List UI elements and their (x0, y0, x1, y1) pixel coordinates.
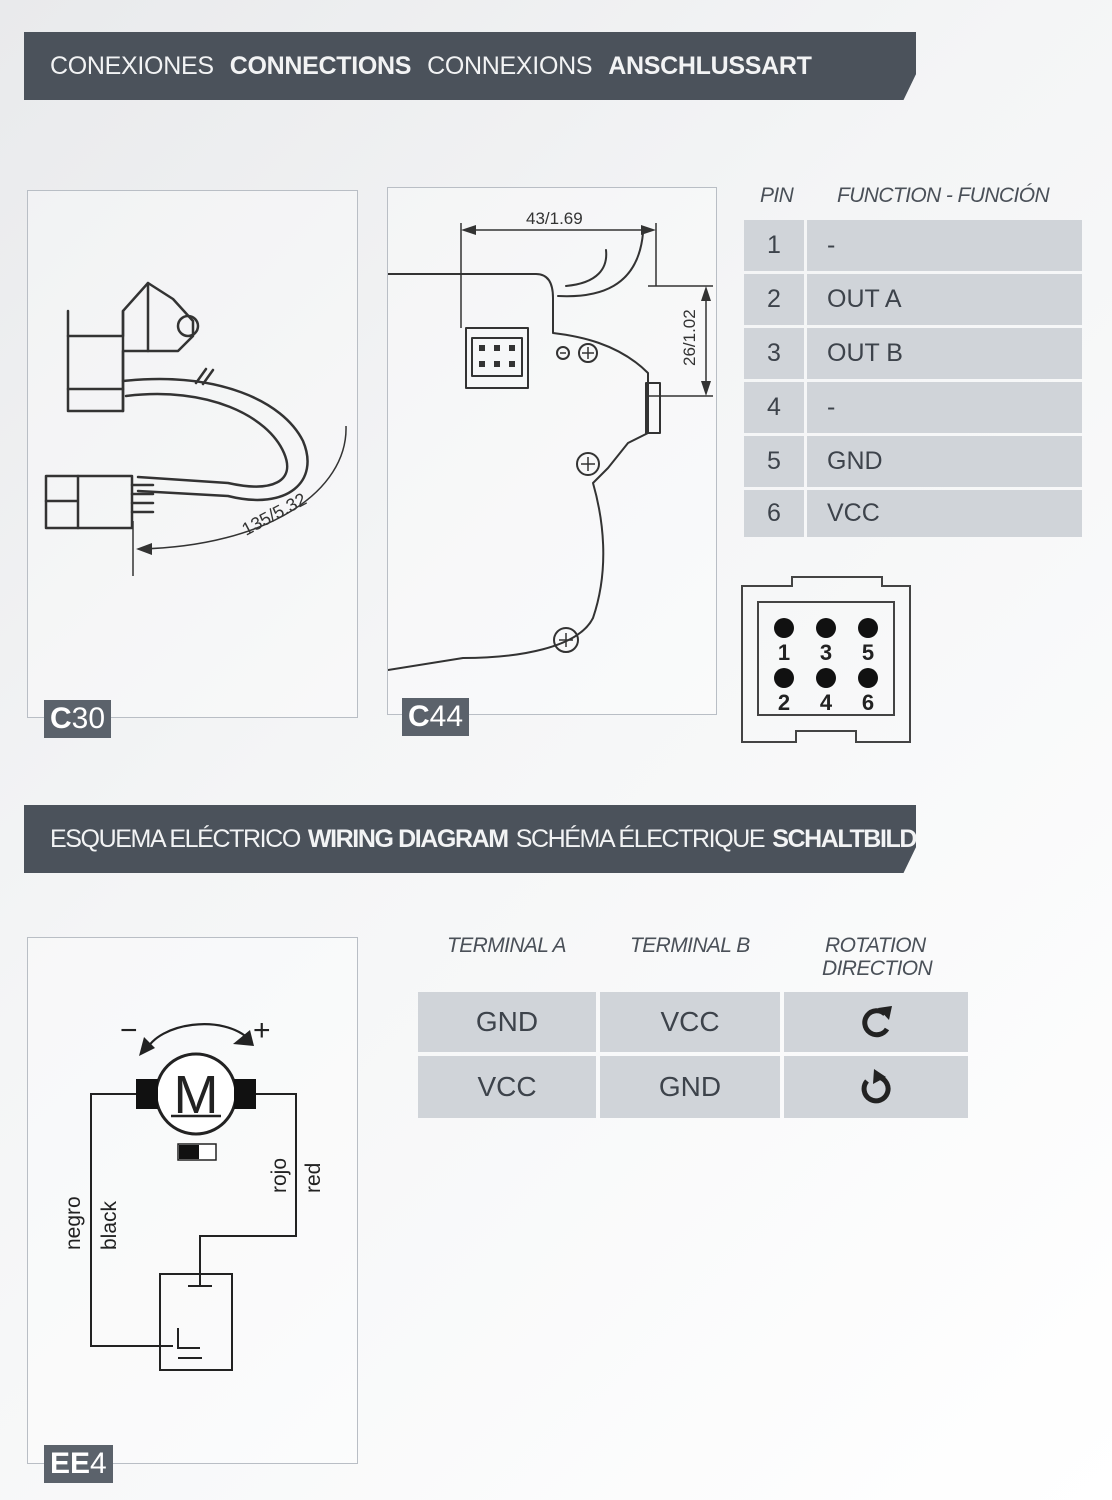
pin-number: 5 (744, 436, 804, 487)
c44-drawing: 43/1.69 26/1.02 (388, 209, 713, 671)
connector-pin-label: 6 (862, 690, 874, 715)
c30-drawing: 135/5.32 (44, 281, 347, 576)
c44-drawing-frame: 43/1.69 26/1.02 (387, 187, 717, 715)
pin-column-header: PIN (760, 184, 794, 207)
function-column-header: FUNCTION - FUNCIÓN (837, 184, 1050, 207)
connector-face-drawing: 1 3 5 2 4 6 (741, 576, 911, 743)
c44-tag: C44 (402, 698, 470, 736)
clockwise-icon (862, 1006, 892, 1038)
terminal-b-value: GND (600, 1056, 780, 1118)
connector-pin-label: 5 (862, 640, 874, 665)
connector-pin-label: 2 (778, 690, 790, 715)
pin-function: VCC (807, 490, 1082, 537)
c30-drawing-frame: 135/5.32 (27, 190, 358, 718)
pin-number: 3 (744, 328, 804, 379)
rotation-direction-header: ROTATION DIRECTION (822, 934, 933, 980)
pin-function: - (807, 220, 1082, 271)
c30-dimension-label: 135/5.32 (238, 489, 309, 540)
c30-tag: C30 (44, 700, 112, 738)
connections-en: CONNECTIONS (229, 51, 412, 80)
terminal-b-header: TERMINAL B (630, 934, 750, 957)
wiring-de: SCHALTBILD (772, 824, 917, 853)
connector-pin-label: 4 (820, 690, 833, 715)
wiring-en: WIRING DIAGRAM (307, 824, 509, 853)
terminal-a-value: GND (418, 992, 596, 1052)
wiring-es: ESQUEMA ELÉCTRICO (50, 824, 301, 853)
c44-width-label: 43/1.69 (526, 209, 583, 228)
counterclockwise-icon (861, 1069, 891, 1104)
connections-fr: CONNEXIONS (427, 51, 593, 80)
connector-pin-label: 1 (778, 640, 790, 665)
pin-function: GND (807, 436, 1082, 487)
pin-number: 1 (744, 220, 804, 271)
terminal-a-value: VCC (418, 1056, 596, 1118)
rotation-direction-cell (784, 1056, 968, 1118)
ee4-drawing-frame: − + M negro black rojo red (27, 937, 358, 1464)
ee4-drawing: − + M negro black rojo red (62, 1014, 325, 1371)
pin-number: 6 (744, 490, 804, 537)
pin-function: OUT B (807, 328, 1082, 379)
terminal-a-header: TERMINAL A (447, 934, 566, 957)
pin-function: - (807, 382, 1082, 433)
wire-left-es: negro (62, 1196, 85, 1250)
connector-pin-label: 3 (820, 640, 832, 665)
ee4-tag: EE4 (44, 1445, 113, 1483)
pin-number: 4 (744, 382, 804, 433)
wiring-banner: ESQUEMA ELÉCTRICO WIRING DIAGRAM SCHÉMA … (24, 805, 916, 873)
connector-face: 1 3 5 2 4 6 (738, 574, 914, 744)
connections-de: ANSCHLUSSART (608, 51, 812, 80)
wire-left-en: black (98, 1200, 121, 1250)
connections-es: CONEXIONES (50, 51, 214, 80)
wire-right-en: red (302, 1163, 325, 1193)
c44-height-label: 26/1.02 (680, 309, 699, 366)
rotation-direction-cell (784, 992, 968, 1052)
connections-banner: CONEXIONES CONNECTIONS CONNEXIONS ANSCHL… (24, 32, 916, 100)
terminal-b-value: VCC (600, 992, 780, 1052)
wire-right-es: rojo (268, 1158, 291, 1193)
pin-function: OUT A (807, 274, 1082, 325)
wiring-fr: SCHÉMA ÉLECTRIQUE (515, 824, 766, 853)
pin-number: 2 (744, 274, 804, 325)
minus-sign: − (120, 1014, 138, 1047)
plus-sign: + (253, 1014, 271, 1047)
